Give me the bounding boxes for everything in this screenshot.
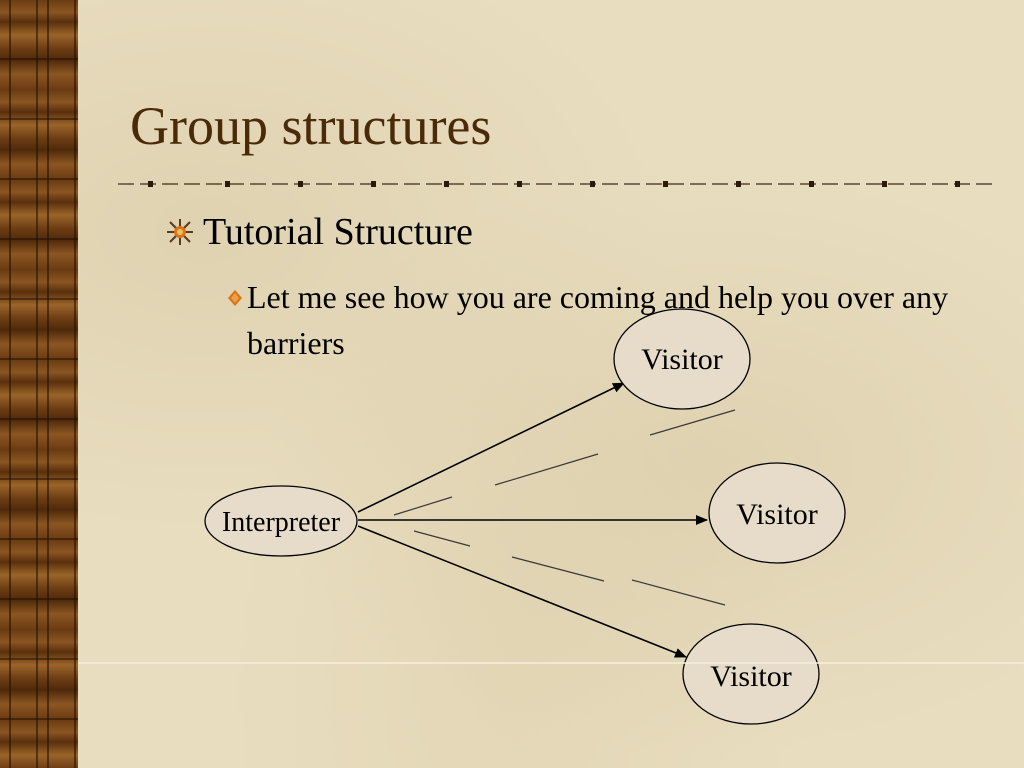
decorative-wood-strip bbox=[0, 0, 78, 768]
title-divider bbox=[118, 181, 994, 187]
bullet-level1-text: Tutorial Structure bbox=[203, 211, 473, 253]
diamond-bullet-icon bbox=[228, 290, 242, 306]
bullet-level2-text: Let me see how you are coming and help y… bbox=[247, 279, 949, 361]
starburst-bullet-icon bbox=[167, 219, 193, 245]
slide-title: Group structures bbox=[130, 96, 492, 156]
bullet-level1: Tutorial Structure bbox=[165, 210, 473, 254]
